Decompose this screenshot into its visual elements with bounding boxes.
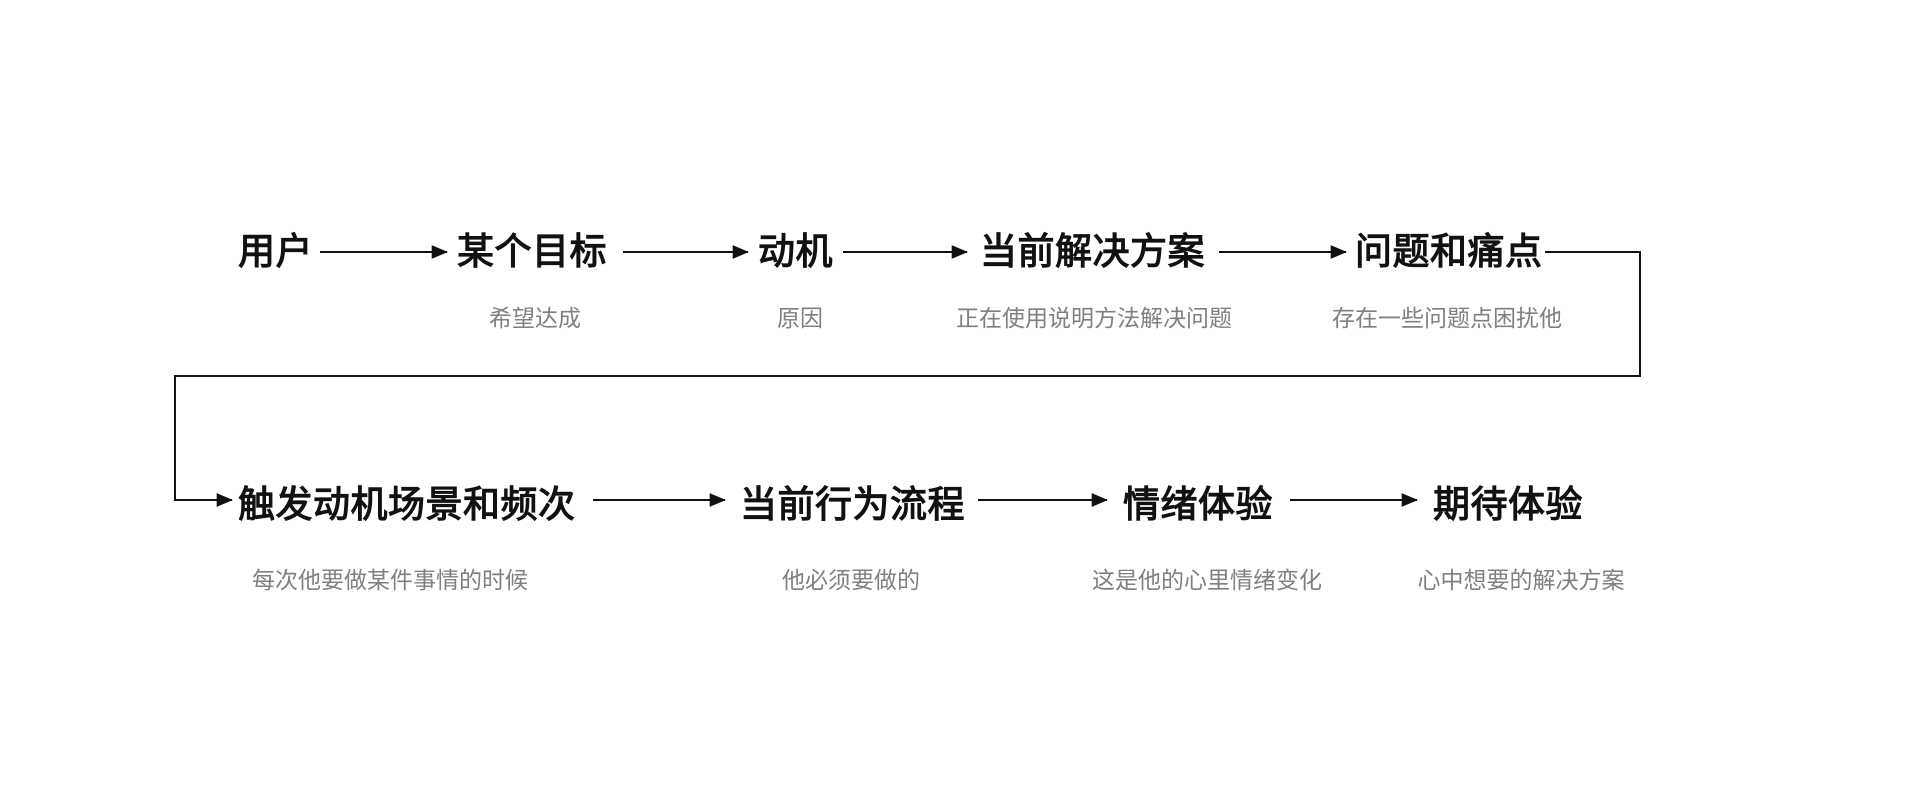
subtitle-motivation: 原因	[777, 305, 823, 331]
subtitle-pain-points: 存在一些问题点困扰他	[1332, 305, 1562, 331]
subtitle-emotional-experience: 这是他的心里情绪变化	[1092, 567, 1322, 593]
subtitle-current-behavior-flow: 他必须要做的	[782, 567, 920, 593]
node-goal: 某个目标	[457, 231, 607, 272]
node-emotional-experience: 情绪体验	[1123, 484, 1273, 525]
subtitle-trigger-scene-frequency: 每次他要做某件事情的时候	[252, 567, 528, 593]
subtitle-expected-experience: 心中想要的解决方案	[1417, 567, 1625, 593]
node-pain-points: 问题和痛点	[1355, 231, 1543, 272]
connector-painpoints-to-trigger	[174, 251, 1641, 507]
node-motivation: 动机	[758, 231, 833, 272]
node-user: 用户	[238, 231, 313, 272]
node-expected-experience: 期待体验	[1433, 484, 1583, 525]
subtitle-goal: 希望达成	[489, 305, 581, 331]
node-trigger-scene-frequency: 触发动机场景和频次	[238, 484, 576, 525]
node-current-behavior-flow: 当前行为流程	[740, 484, 965, 525]
subtitle-current-solution: 正在使用说明方法解决问题	[956, 305, 1232, 331]
node-current-solution: 当前解决方案	[980, 231, 1205, 272]
